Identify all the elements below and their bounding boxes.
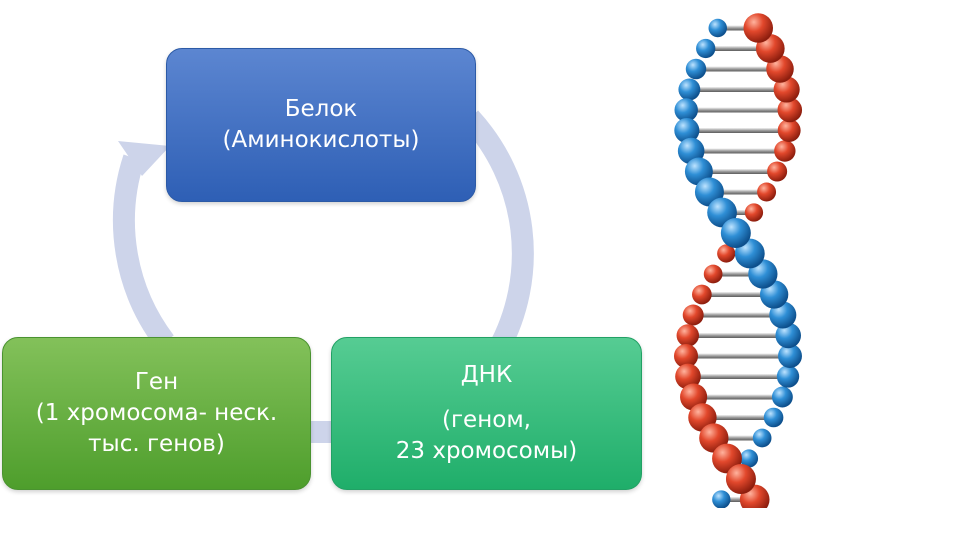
dna-rung xyxy=(702,415,774,420)
protein-title: Белок xyxy=(284,96,358,122)
dna-rung xyxy=(687,374,789,379)
dna-rung xyxy=(698,169,778,174)
dna-title: ДНК xyxy=(460,362,513,388)
protein-box: Белок (Аминокислоты) xyxy=(166,48,476,202)
dna-nucleotide-ball xyxy=(692,284,712,305)
dna-rung xyxy=(686,107,790,113)
dna-rung xyxy=(686,128,790,133)
dna-nucleotide-ball xyxy=(678,78,701,101)
dna-rung xyxy=(721,497,755,502)
dna-nucleotide-ball xyxy=(767,161,788,182)
dna-rung xyxy=(693,394,783,400)
dna-nucleotide-ball xyxy=(774,140,796,162)
dna-nucleotide-ball xyxy=(771,386,793,408)
dna-nucleotide-ball xyxy=(776,365,800,388)
dna-rung xyxy=(722,210,754,215)
dna-double-helix-image xyxy=(673,13,803,508)
dna-nucleotide-ball xyxy=(682,304,704,326)
dna-nucleotide-ball xyxy=(743,13,774,43)
dna-rung xyxy=(713,271,763,277)
dna-rung xyxy=(696,66,780,72)
dna-nucleotide-ball xyxy=(674,98,698,122)
dna-nucleotide-ball xyxy=(773,76,800,103)
dna-nucleotide-ball xyxy=(708,18,727,38)
protein-subtitle: (Аминокислоты) xyxy=(222,127,420,153)
cycle-arrow-protein-to-dna xyxy=(461,110,534,356)
dna-nucleotide-ball xyxy=(777,97,803,123)
dna-rung xyxy=(717,25,759,31)
dna-nucleotide-ball xyxy=(685,58,707,80)
dna-nucleotide-ball xyxy=(703,264,723,284)
dna-nucleotide-ball xyxy=(763,407,784,428)
dna-rung xyxy=(713,435,763,441)
dna-rung xyxy=(693,312,783,318)
dna-nucleotide-ball xyxy=(775,322,801,349)
dna-nucleotide-ball xyxy=(674,117,700,144)
dna-rung xyxy=(686,353,790,359)
dna-nucleotide-ball xyxy=(744,203,764,222)
gene-title: Ген xyxy=(134,369,179,395)
dna-rung xyxy=(691,148,785,154)
cycle-arrow-gene-to-protein xyxy=(113,154,174,349)
dna-rung xyxy=(709,189,767,195)
dna-nucleotide-ball xyxy=(777,119,801,142)
dna-line-2: (геном, xyxy=(442,407,531,433)
dna-nucleotide-ball xyxy=(739,449,759,468)
dna-nucleotide-ball xyxy=(725,464,756,494)
dna-nucleotide-ball xyxy=(673,343,699,369)
gene-box: Ген (1 хромосома- неск. тыс. генов) xyxy=(2,337,311,490)
dna-line-3: 23 хромосомы) xyxy=(395,438,578,464)
dna-nucleotide-ball xyxy=(696,38,716,59)
dna-rung xyxy=(701,292,775,297)
cycle-arrowhead-icon xyxy=(118,141,170,176)
gene-line-2: (1 хромосома- неск. xyxy=(35,400,278,426)
dna-nucleotide-ball xyxy=(778,344,802,368)
dna-nucleotide-ball xyxy=(675,363,701,390)
dna-nucleotide-ball xyxy=(717,244,736,263)
dna-nucleotide-ball xyxy=(752,428,772,448)
gene-line-3: тыс. генов) xyxy=(88,431,225,457)
dna-nucleotide-ball xyxy=(676,324,700,347)
dna-rung xyxy=(687,333,789,338)
dna-box: ДНК (геном, 23 хромосомы) xyxy=(331,337,642,490)
dna-nucleotide-ball xyxy=(712,490,731,508)
dna-rung xyxy=(689,87,787,92)
dna-nucleotide-ball xyxy=(720,218,751,248)
dna-nucleotide-ball xyxy=(757,182,777,202)
dna-rung xyxy=(705,46,771,51)
